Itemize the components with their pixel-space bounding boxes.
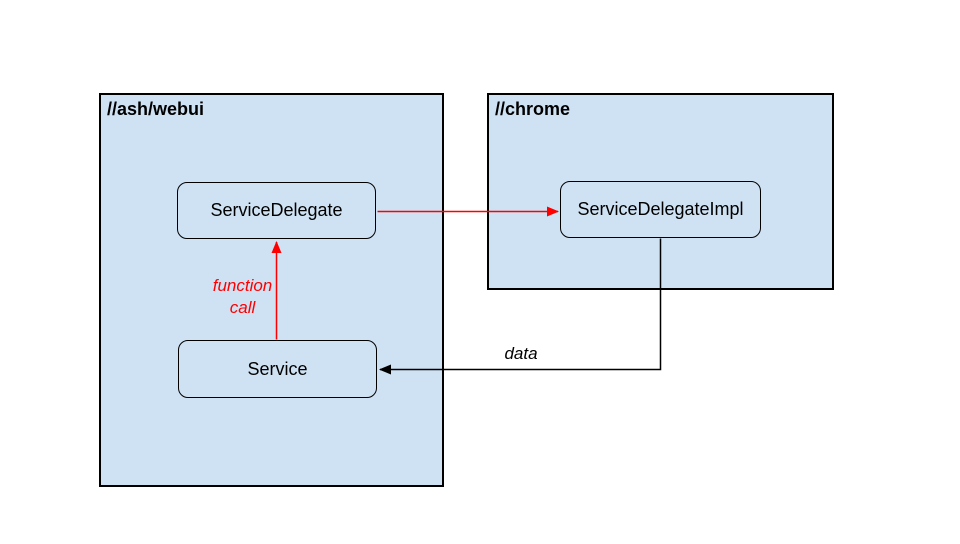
group-chrome-label: //chrome — [495, 99, 571, 119]
edge-label-function-call: function call — [206, 275, 279, 319]
edge-label-data: data — [504, 344, 538, 363]
node-service-delegate: ServiceDelegate — [177, 182, 376, 239]
node-service: Service — [178, 340, 377, 398]
edge-label-function-call-line2: call — [229, 298, 256, 317]
edge-label-function-call-line1: function — [212, 276, 273, 295]
node-service-delegate-impl-label: ServiceDelegateImpl — [577, 199, 744, 219]
group-ash-webui-label: //ash/webui — [107, 99, 205, 119]
node-service-delegate-impl: ServiceDelegateImpl — [560, 181, 761, 238]
node-service-label: Service — [247, 358, 308, 379]
node-service-delegate-label: ServiceDelegate — [210, 200, 343, 220]
